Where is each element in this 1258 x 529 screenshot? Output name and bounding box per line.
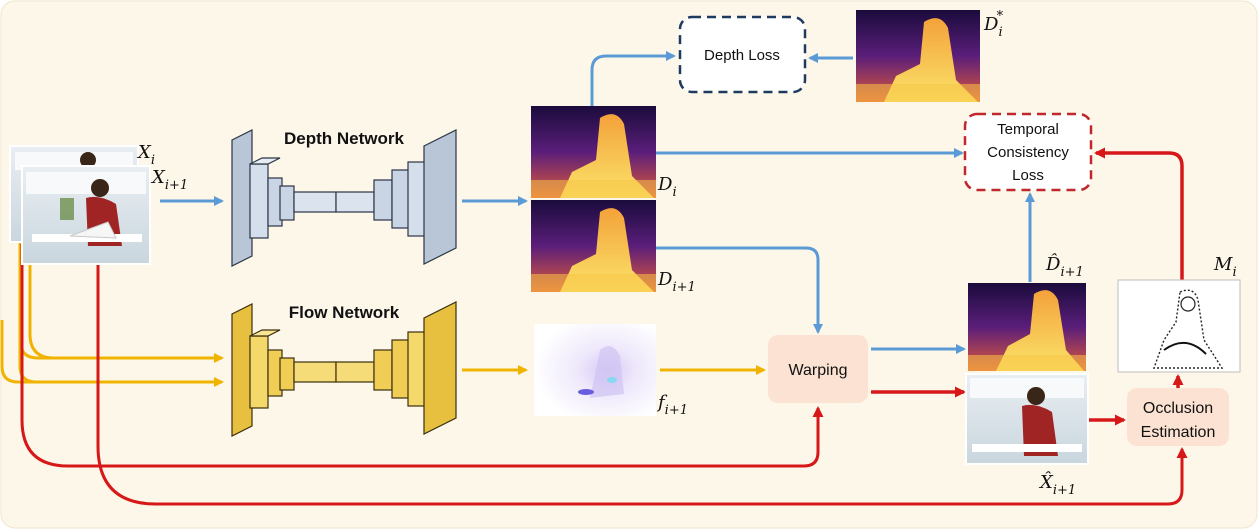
occlusion-mask-image bbox=[1117, 279, 1241, 373]
arrow-mask-to-temporal bbox=[1094, 147, 1184, 280]
occlusion-estimation-box bbox=[1127, 388, 1229, 446]
arrow-xi1-to-flow bbox=[0, 320, 224, 387]
depth-map-di1 bbox=[531, 200, 656, 292]
flow-field-image bbox=[534, 324, 656, 416]
warping-box bbox=[768, 335, 868, 403]
label-xhat: X̂i+1 bbox=[1038, 471, 1076, 498]
input-frame-xi1 bbox=[21, 165, 151, 265]
arrow-xi-to-occlusion bbox=[96, 264, 1188, 506]
flow-network bbox=[231, 301, 457, 437]
arrow-di-to-depthloss bbox=[590, 51, 676, 106]
temporal-loss-line3: Loss bbox=[1012, 167, 1044, 184]
temporal-loss-box bbox=[963, 112, 1093, 192]
flow-network-label: Flow Network bbox=[289, 303, 400, 322]
depth-map-di bbox=[531, 106, 656, 198]
occlusion-label-line2: Estimation bbox=[1141, 424, 1216, 441]
label-dstar: Di* bbox=[983, 9, 1004, 40]
depth-map-dhat bbox=[968, 283, 1086, 371]
label-mi: Mi bbox=[1213, 254, 1237, 280]
arrow-di1-to-warping bbox=[656, 246, 823, 334]
label-xi: Xi bbox=[136, 142, 155, 168]
occlusion-label-line1: Occlusion bbox=[1143, 400, 1213, 417]
warping-label: Warping bbox=[789, 362, 848, 379]
depth-map-dstar bbox=[856, 10, 980, 102]
depth-network bbox=[231, 129, 457, 267]
arrow-xi1-to-warping bbox=[20, 244, 824, 468]
label-di1: Di+1 bbox=[657, 269, 696, 295]
depth-network-label: Depth Network bbox=[284, 129, 405, 148]
temporal-loss-line1: Temporal bbox=[997, 121, 1059, 138]
label-dhat: D̂i+1 bbox=[1045, 253, 1084, 280]
depth-loss-box bbox=[678, 15, 807, 94]
label-xi1: Xi+1 bbox=[150, 167, 188, 193]
depth-loss-label: Depth Loss bbox=[704, 47, 780, 64]
temporal-loss-line2: Consistency bbox=[987, 144, 1069, 161]
label-di: Di bbox=[657, 174, 677, 200]
arrow-yellow-branch-1 bbox=[28, 242, 55, 360]
warped-image-xhat bbox=[965, 373, 1089, 465]
